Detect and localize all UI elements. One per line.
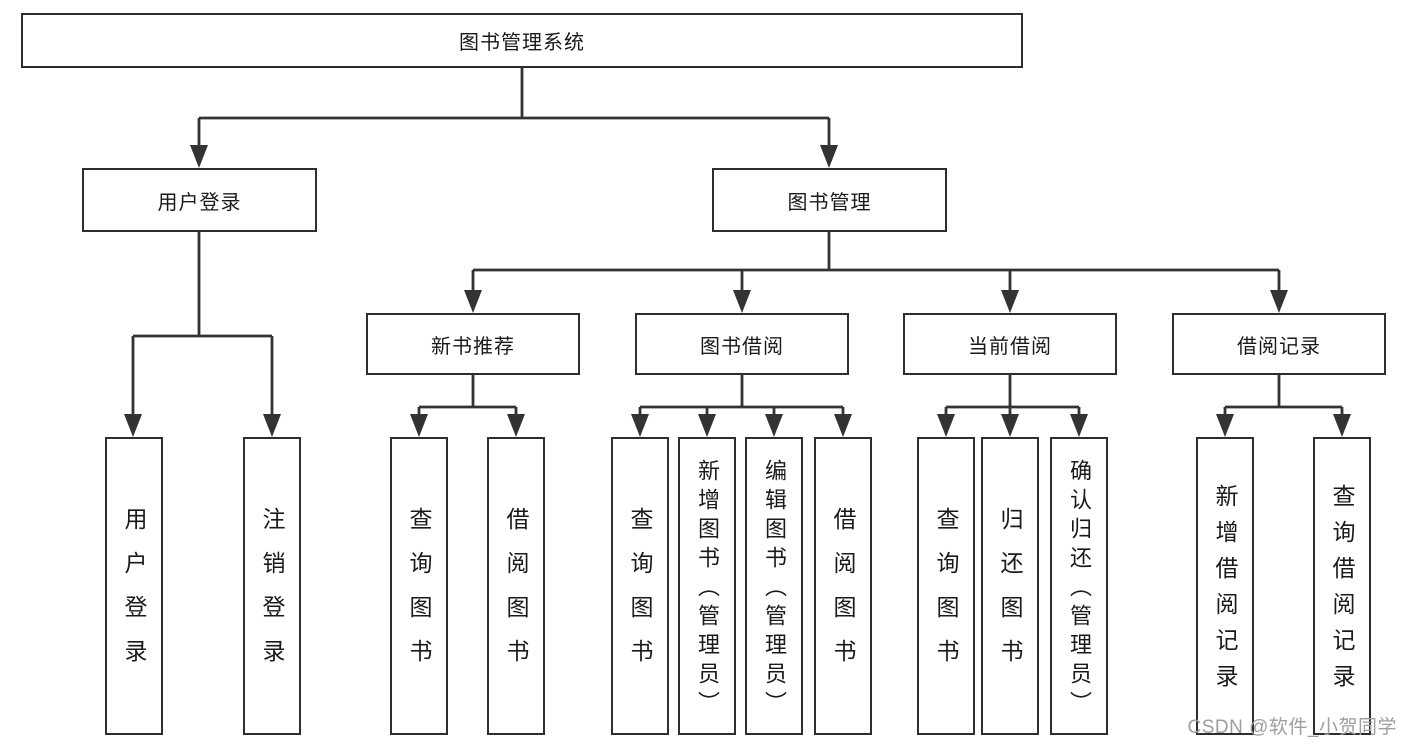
leaf-cb-confirm-return-admin: 确认归还（管理员） xyxy=(1050,437,1108,735)
arrow-down-icon xyxy=(733,290,751,313)
arrow-down-icon xyxy=(124,414,142,437)
branch-book-borrow xyxy=(631,375,852,437)
csdn-watermark: CSDN @软件_小贺同学 xyxy=(1187,717,1397,738)
leaf-bb-query-books: 查询图书 xyxy=(611,437,669,735)
arrow-down-icon xyxy=(1001,414,1019,437)
leaf-br-add-record: 新增借阅记录 xyxy=(1196,437,1254,735)
arrow-down-icon xyxy=(1216,414,1234,437)
arrow-down-icon xyxy=(1333,414,1351,437)
node-user-login: 用户登录 xyxy=(82,168,317,232)
leaf-nbr-query-books: 查询图书 xyxy=(390,437,448,735)
node-new-book-recommend: 新书推荐 xyxy=(366,313,580,375)
leaf-bb-borrow-books: 借阅图书 xyxy=(814,437,872,735)
arrow-down-icon xyxy=(1001,290,1019,313)
arrow-down-icon xyxy=(631,414,649,437)
arrow-down-icon xyxy=(410,414,428,437)
leaf-br-query-record: 查询借阅记录 xyxy=(1313,437,1371,735)
node-book-management: 图书管理 xyxy=(712,168,947,232)
leaf-logout: 注销登录 xyxy=(243,437,301,735)
branch-root xyxy=(190,68,838,168)
arrow-down-icon xyxy=(765,414,783,437)
leaf-cb-query-books: 查询图书 xyxy=(917,437,975,735)
arrow-down-icon xyxy=(698,414,716,437)
branch-borrow-records xyxy=(1216,375,1351,437)
branch-new-book-recommend xyxy=(410,375,525,437)
arrow-down-icon xyxy=(464,290,482,313)
arrow-down-icon xyxy=(190,145,208,168)
arrow-down-icon xyxy=(1270,290,1288,313)
leaf-bb-edit-books-admin: 编辑图书（管理员） xyxy=(745,437,803,735)
branch-user-login xyxy=(124,232,281,437)
branch-book-management xyxy=(464,232,1288,313)
leaf-nbr-borrow-books: 借阅图书 xyxy=(487,437,545,735)
arrow-down-icon xyxy=(937,414,955,437)
arrow-down-icon xyxy=(1070,414,1088,437)
node-root-system: 图书管理系统 xyxy=(21,13,1023,68)
leaf-user-login: 用户登录 xyxy=(105,437,163,735)
branch-current-borrow xyxy=(937,375,1088,437)
leaf-cb-return-books: 归还图书 xyxy=(981,437,1039,735)
arrow-down-icon xyxy=(834,414,852,437)
node-current-borrow: 当前借阅 xyxy=(903,313,1117,375)
arrow-down-icon xyxy=(507,414,525,437)
node-book-borrow: 图书借阅 xyxy=(635,313,849,375)
arrow-down-icon xyxy=(263,414,281,437)
arrow-down-icon xyxy=(820,145,838,168)
node-borrow-records: 借阅记录 xyxy=(1172,313,1386,375)
leaf-bb-add-books-admin: 新增图书（管理员） xyxy=(678,437,736,735)
